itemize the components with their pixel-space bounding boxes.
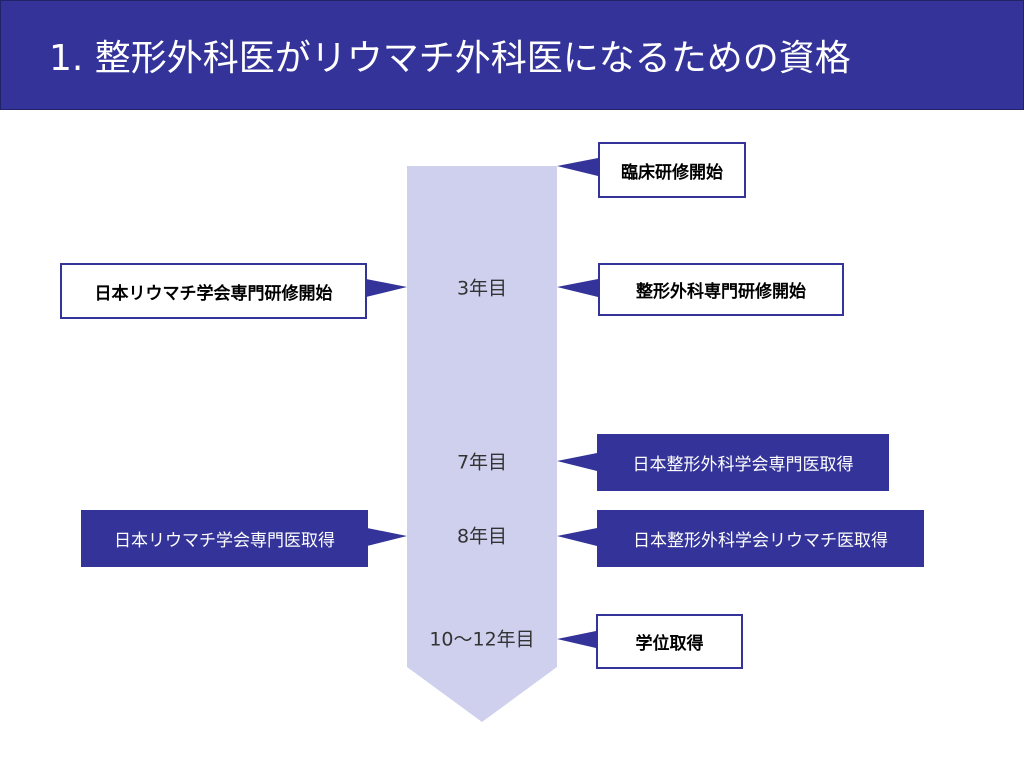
event-ortho-training: 整形外科専門研修開始 — [598, 263, 844, 316]
title-bar: 1. 整形外科医がリウマチ外科医になるための資格 — [0, 0, 1024, 110]
pointer-ortho-rheum — [557, 528, 597, 546]
year-label: 7年目 — [456, 451, 508, 474]
event-degree: 学位取得 — [596, 614, 743, 669]
timeline-arrow — [407, 166, 557, 722]
pointer-ortho-training — [557, 279, 598, 297]
pointer-rheum-training — [366, 279, 407, 297]
pointer-ortho-specialist — [557, 453, 597, 471]
pointer-rheum-specialist — [367, 528, 407, 546]
event-clinical-training: 臨床研修開始 — [598, 142, 746, 198]
year-label: 8年目 — [456, 525, 508, 548]
pointer-clinical — [557, 158, 598, 176]
pointer-degree — [557, 631, 596, 648]
year-label: 10〜12年目 — [429, 628, 535, 651]
slide-title: 1. 整形外科医がリウマチ外科医になるための資格 — [49, 38, 851, 79]
event-ortho-rheum: 日本整形外科学会リウマチ医取得 — [597, 510, 924, 567]
event-ortho-specialist: 日本整形外科学会専門医取得 — [597, 434, 889, 491]
event-rheum-training: 日本リウマチ学会専門研修開始 — [60, 263, 367, 319]
year-label: 3年目 — [456, 277, 508, 300]
event-rheum-specialist: 日本リウマチ学会専門医取得 — [81, 510, 368, 567]
